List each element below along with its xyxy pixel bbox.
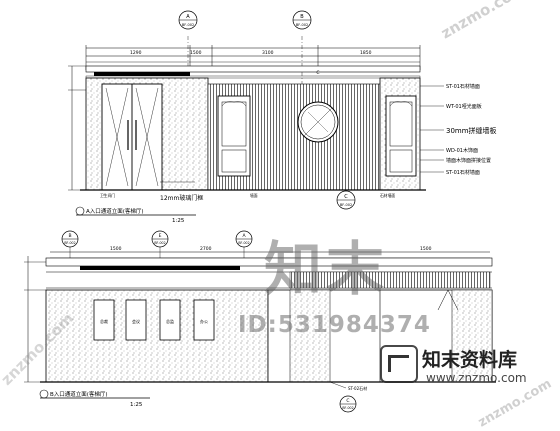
brand-logo-icon	[380, 345, 418, 383]
grid-tag-a2-bottom: BF-002	[296, 23, 308, 27]
bottom-label-a-1: 卫生间门	[100, 193, 115, 198]
grid-tag-a3-bottom: BF-002	[340, 203, 352, 207]
grid-tag-a1-bottom: BF-002	[182, 23, 194, 27]
grid-tag-b3-bottom: BF-002	[238, 241, 249, 245]
dim-b-1: 1500	[110, 246, 122, 252]
panel-4: 办公	[193, 299, 215, 341]
dim-a-2: 1500	[190, 50, 202, 56]
bottom-label-a-3: 石材墙面	[380, 193, 395, 198]
callout-a-2: WT-01哑光面板	[446, 103, 482, 110]
callout-a-5: 墙面木饰面拼接位置	[446, 157, 491, 164]
grid-tag-a3-top: C	[344, 194, 348, 200]
grid-tag-b1: B BF-002	[61, 230, 79, 258]
panel-1: 总裁	[93, 299, 115, 341]
grid-tag-b2-top: E	[159, 233, 162, 239]
callout-glass: 12mm玻璃门框	[160, 194, 203, 202]
watermark-id: ID:531984374	[238, 312, 431, 338]
panel-3-label: 总监	[166, 318, 174, 324]
elevation-b: B BF-002 E BF-002 A BF-002 1500 2700 150…	[24, 230, 496, 413]
grid-tag-b4-top: C	[346, 398, 349, 404]
scale-b: 1:25	[130, 402, 143, 408]
callout-a-6: ST-01石材墙面	[446, 169, 480, 176]
panel-1-label: 总裁	[100, 318, 108, 324]
panel-2-label: 会议	[132, 318, 140, 324]
dim-a-1: 1290	[130, 50, 142, 56]
stone-wall-b	[45, 289, 269, 383]
bottom-label-a-2: 墙面	[250, 193, 258, 198]
elevation-a: 1290 1500 3100 1850 A BF-002 B BF-002	[68, 10, 497, 224]
callout-a-1: ST-01石材墙面	[446, 83, 480, 90]
dim-a-3: 3100	[262, 50, 274, 56]
grid-tag-b4: C BF-002	[339, 395, 357, 413]
cad-drawing: 1290 1500 3100 1850 A BF-002 B BF-002	[24, 10, 497, 413]
section-tag-top: C	[316, 70, 319, 76]
grid-tag-b2-bottom: BF-002	[154, 241, 165, 245]
grid-tag-b3: A BF-002	[235, 230, 253, 258]
dim-b-3: 1500	[420, 246, 432, 252]
panel-2: 会议	[125, 299, 147, 341]
title-a: A入口通道立面(客梯厅)	[86, 207, 144, 215]
grid-tag-a2: B BF-002	[292, 10, 312, 90]
grid-tag-a3: C BF-002	[336, 190, 356, 210]
brand-name: 知末资料库	[422, 349, 518, 371]
brand-watermark: 知末资料库 www.znzmo.com	[378, 341, 560, 401]
grid-tag-b3-top: A	[242, 233, 246, 239]
callout-a-3: 30mm拼缝墙板	[446, 126, 497, 135]
grid-tag-b2: E BF-002	[151, 230, 169, 258]
callout-a-4: WD-01木饰面	[446, 147, 478, 154]
callout-b: ST-02石材	[348, 385, 367, 391]
brand-url: www.znzmo.com	[426, 371, 527, 385]
dim-b-2: 2700	[200, 246, 212, 252]
grid-tag-b1-bottom: BF-002	[64, 241, 75, 245]
grid-tag-b4-bottom: BF-002	[342, 406, 353, 410]
panel-4-label: 办公	[200, 318, 208, 324]
grid-tag-a2-top: B	[300, 14, 304, 20]
grid-tag-b1-top: B	[68, 233, 71, 239]
grid-tag-a1-top: A	[186, 14, 190, 20]
scale-a: 1:25	[172, 218, 185, 224]
dim-a-4: 1850	[360, 50, 372, 56]
title-b: B入口通道立面(客梯厅)	[50, 390, 108, 398]
watermark-logo-text: 知末	[264, 235, 389, 303]
panel-3: 总监	[159, 299, 181, 341]
